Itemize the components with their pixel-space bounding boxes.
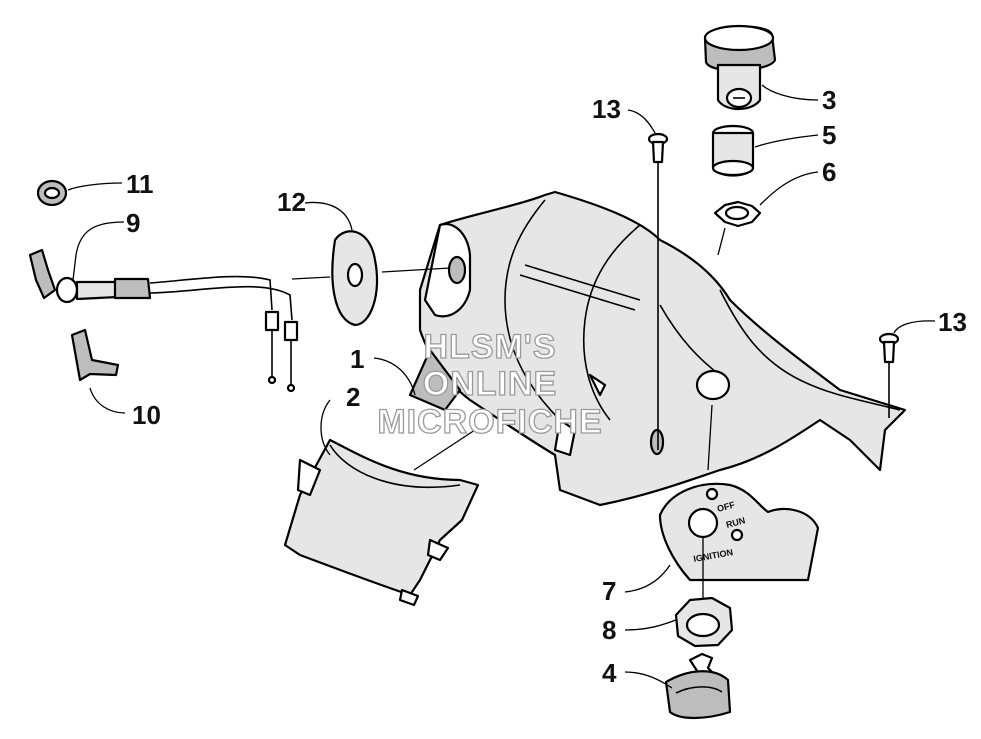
retainer-sleeve bbox=[711, 124, 755, 177]
watermark-line-2: ONLINE bbox=[423, 365, 557, 403]
console-housing bbox=[408, 190, 907, 507]
callout-5: 5 bbox=[822, 120, 836, 150]
watermark: HLSM'S ONLINE MICROFICHE bbox=[377, 327, 603, 441]
callout-1: 1 bbox=[350, 344, 364, 374]
leader-lines bbox=[67, 84, 936, 689]
callout-10: 10 bbox=[132, 400, 161, 430]
hex-nut bbox=[674, 596, 734, 648]
plate-label-run: RUN bbox=[725, 515, 746, 530]
callout-11: 11 bbox=[126, 169, 154, 199]
callout-9: 9 bbox=[126, 208, 140, 238]
callout-labels: 1 2 3 4 5 6 7 8 9 10 11 12 13 13 bbox=[126, 85, 967, 688]
plate-label-off: OFF bbox=[716, 499, 736, 513]
callout-3: 3 bbox=[822, 85, 836, 115]
callout-8: 8 bbox=[602, 615, 616, 645]
callout-13-upper: 13 bbox=[592, 94, 621, 124]
callout-7: 7 bbox=[602, 576, 616, 606]
ignition-key bbox=[664, 652, 732, 720]
grommet bbox=[36, 179, 68, 207]
screw-upper bbox=[647, 132, 669, 450]
throttle-lever bbox=[70, 328, 120, 382]
ignition-switch bbox=[703, 24, 777, 111]
cable-boot bbox=[331, 230, 379, 327]
callout-4: 4 bbox=[602, 658, 617, 688]
callout-2: 2 bbox=[346, 382, 360, 412]
screw-right bbox=[878, 332, 900, 418]
callout-12: 12 bbox=[277, 187, 306, 217]
lock-washer bbox=[713, 200, 762, 228]
throttle-cable bbox=[28, 248, 299, 393]
watermark-line-3: MICROFICHE bbox=[377, 403, 602, 441]
ignition-plate: OFF RUN IGNITION bbox=[658, 482, 820, 582]
watermark-line-1: HLSM'S bbox=[423, 328, 556, 366]
callout-6: 6 bbox=[822, 157, 836, 187]
lower-trim-panel bbox=[283, 438, 480, 607]
callout-13-right: 13 bbox=[938, 307, 967, 337]
